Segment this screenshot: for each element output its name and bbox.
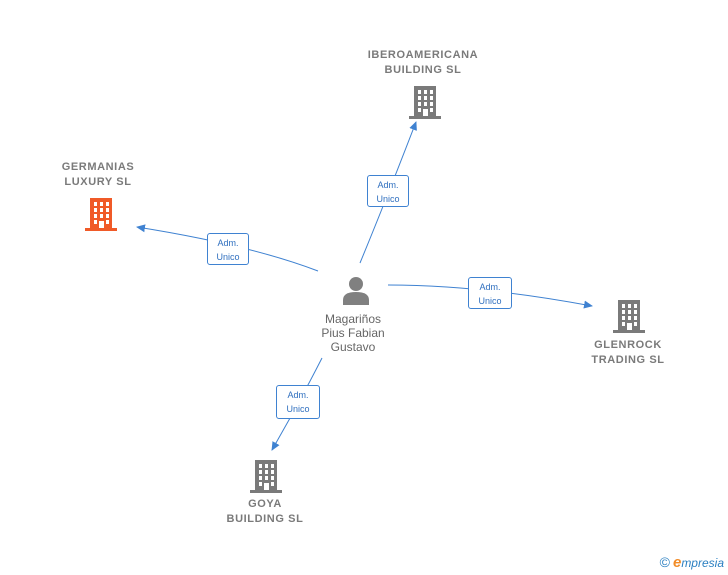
company-name-line1: GERMANIAS [61,161,135,173]
company-name-line2: LUXURY SL [64,176,132,188]
company-name-line1: IBEROAMERICANA [367,49,479,61]
person-name-line3: Gustavo [330,340,376,354]
edge-role-line2: Unico [376,194,400,204]
edge-role-line2: Unico [216,252,240,262]
brand-logo-initial: e [672,554,682,571]
company-label-iberoamericana[interactable]: IBEROAMERICANA BUILDING SL [363,48,483,78]
building-icon-iberoamericana[interactable] [409,84,441,120]
company-name-line1: GOYA [248,498,282,510]
building-icon-glenrock[interactable] [613,298,645,334]
person-icon[interactable] [341,275,371,305]
company-label-goya[interactable]: GOYA BUILDING SL [205,497,325,527]
edge-role-line2: Unico [478,296,502,306]
person-label[interactable]: Magariños Pius Fabian Gustavo [298,312,408,354]
edge-label-glenrock: Adm. Unico [468,277,512,309]
edge-label-iberoamericana: Adm. Unico [367,175,409,207]
edge-role-line1: Adm. [217,238,239,248]
edge-label-germanias: Adm. Unico [207,233,249,265]
person-name-line1: Magariños [324,312,382,326]
company-label-germanias[interactable]: GERMANIAS LUXURY SL [38,160,158,190]
company-name-line1: GLENROCK [594,339,662,351]
company-name-line2: BUILDING SL [384,64,462,76]
edge-role-line1: Adm. [287,390,309,400]
company-label-glenrock[interactable]: GLENROCK TRADING SL [568,338,688,368]
copyright-symbol: © [659,554,670,570]
brand-footer[interactable]: ©empresia [660,554,724,571]
person-name-line2: Pius Fabian [321,326,385,340]
edge-label-goya: Adm. Unico [276,385,320,419]
company-name-line2: TRADING SL [591,354,665,366]
brand-logo-text: mpresia [681,556,724,570]
company-name-line2: BUILDING SL [226,513,304,525]
edge-role-line1: Adm. [377,180,399,190]
building-icon-germanias[interactable] [85,196,117,232]
building-icon-goya[interactable] [250,458,282,494]
edge-role-line1: Adm. [479,282,501,292]
edge-role-line2: Unico [286,404,310,414]
